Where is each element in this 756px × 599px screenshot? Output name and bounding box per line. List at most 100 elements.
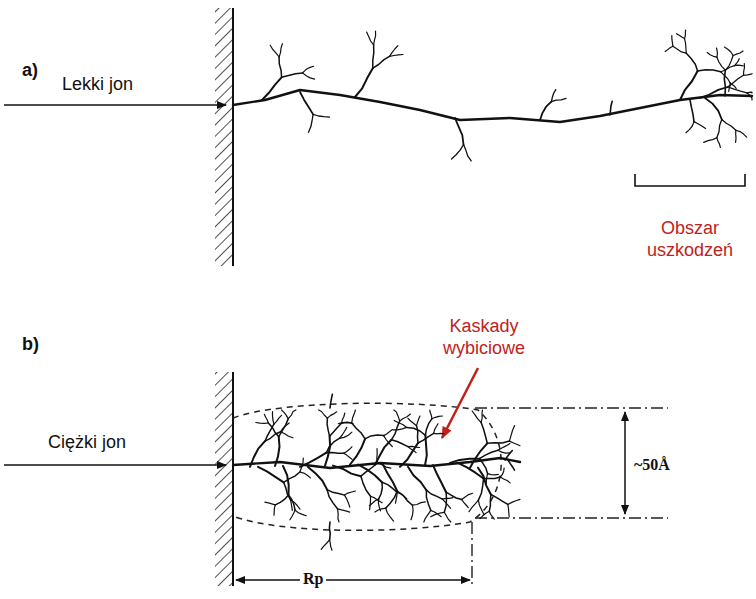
track-branch [434, 433, 444, 435]
track-branch [505, 451, 512, 461]
track-branch [309, 114, 314, 132]
track-branch [551, 98, 566, 101]
track-branch [330, 394, 332, 408]
track-branch [379, 482, 383, 499]
track-branch [717, 120, 722, 138]
track-branch [433, 465, 446, 492]
track-branch [487, 441, 509, 443]
track-branch [488, 474, 499, 475]
dimension-label: Rp [300, 569, 326, 588]
track-branch [417, 426, 419, 443]
track-branch [686, 53, 697, 71]
track-branch [321, 540, 329, 550]
dimension-label: ~50Å [634, 455, 670, 474]
track-branch [455, 118, 464, 145]
track-branch [407, 427, 426, 435]
track-branch [281, 432, 293, 438]
track-branch [300, 92, 313, 114]
track-branch [390, 55, 404, 57]
track-branch [308, 467, 327, 490]
ion-arrow [4, 464, 226, 466]
track-branch [747, 93, 752, 100]
track-branch [250, 441, 265, 467]
track-branch [275, 437, 280, 466]
track-branch [500, 468, 504, 477]
track-branch [338, 509, 340, 522]
wall-surface [232, 8, 234, 266]
target-wall [215, 372, 233, 586]
track-branch [313, 114, 329, 117]
track-branch [509, 441, 520, 446]
track-branch [383, 465, 397, 491]
track-branch [361, 476, 371, 496]
track-branch [700, 87, 728, 98]
track-branch [327, 490, 337, 509]
track-branch [508, 504, 509, 516]
track-branch [367, 32, 374, 45]
track-branch [344, 447, 352, 453]
track-branch [411, 505, 413, 520]
track-branch [722, 120, 736, 131]
track-branch [733, 51, 743, 56]
track-branch [735, 65, 744, 67]
track-branch [274, 505, 275, 515]
track-branch [265, 502, 275, 505]
track-branch [690, 100, 694, 122]
track-branch [268, 423, 278, 437]
track-branch [509, 426, 514, 442]
track-branch [391, 440, 408, 447]
track-branch [386, 508, 394, 521]
track-branch [338, 422, 351, 424]
track-branch [686, 122, 694, 133]
track-branch [408, 418, 417, 425]
track-branch [452, 145, 464, 160]
track-branch [685, 30, 686, 39]
track-branch [384, 430, 393, 436]
track-branch [508, 499, 520, 504]
panel-label: b) [22, 334, 39, 356]
track-branch [319, 410, 328, 418]
ion-tracks [233, 30, 752, 550]
track-branch [432, 416, 442, 419]
track-branch [480, 511, 489, 518]
ion-label: Ciężki jon [48, 432, 126, 454]
track-branch [724, 70, 725, 96]
track-branch [704, 138, 717, 143]
track-branch [273, 412, 274, 425]
track-branch [373, 45, 374, 68]
track-branch [442, 498, 453, 499]
track-branch [412, 502, 425, 505]
track-branch [283, 466, 289, 495]
track-branch [685, 39, 687, 54]
track-branch [480, 450, 499, 458]
track-branch [282, 73, 303, 77]
track-branch [425, 435, 427, 465]
track-branch [393, 427, 407, 430]
track-branch [355, 68, 373, 97]
track-branch [270, 45, 279, 57]
track-branch [274, 415, 282, 424]
track-branch [705, 98, 722, 120]
track-branch [262, 77, 282, 100]
track-branch [327, 418, 330, 436]
track-branch [365, 435, 384, 439]
track-branch [300, 453, 326, 467]
track-branch [327, 490, 344, 496]
track-branch [444, 512, 451, 522]
region-bracket [635, 174, 745, 186]
track-branch [484, 477, 501, 479]
width-dimension [624, 412, 626, 514]
track-branch [470, 443, 487, 467]
track-branch [342, 413, 345, 423]
track-branch [478, 479, 483, 501]
track-branch [462, 493, 473, 499]
callout-label: Kaskady wybiciowe [420, 316, 548, 359]
track-branch [736, 130, 747, 137]
track-branch [717, 57, 726, 70]
track-branch [431, 512, 445, 517]
track-branch [279, 44, 282, 57]
track-branch [717, 138, 721, 148]
ion-arrow [4, 104, 226, 106]
ion-label: Lekki jon [62, 74, 133, 96]
track-branch [374, 31, 376, 45]
